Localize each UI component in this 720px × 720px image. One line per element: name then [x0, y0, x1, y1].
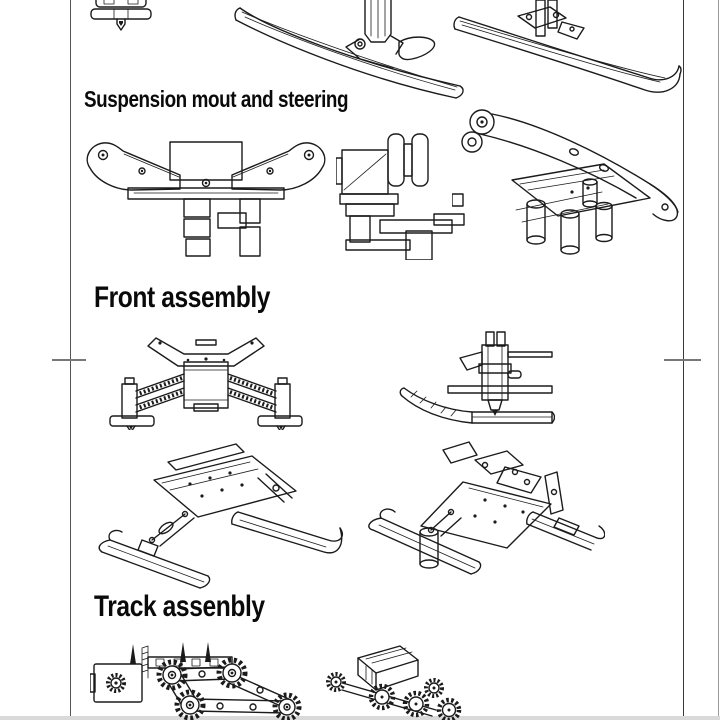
figure-clamp-part-top: [90, 0, 152, 31]
figure-ski-strut-top-middle: [234, 0, 464, 99]
section-title-suspension-mount-and-steering: Suspension mout and steering: [84, 86, 349, 112]
page-edge-line-right: [718, 0, 719, 720]
section-title-track-assembly: Track assenbly: [94, 590, 265, 623]
center-registration-mark-right: [664, 359, 701, 361]
figure-front-assembly-iso-left: [98, 443, 344, 589]
figure-suspension-mount-side-view: [336, 133, 465, 260]
center-registration-mark-left: [52, 359, 86, 361]
figure-front-assembly-side-view: [399, 331, 555, 424]
figure-front-assembly-front-view: [109, 337, 303, 430]
figure-ski-steering-top-right: [453, 0, 682, 93]
section-title-front-assembly: Front assembly: [94, 281, 271, 314]
figure-suspension-mount-iso-view: [452, 109, 679, 255]
figure-track-assembly-iso-view: [326, 645, 462, 720]
figure-front-assembly-iso-right: [368, 441, 605, 575]
figure-track-assembly-side-view: [90, 642, 302, 720]
bottom-strip: [0, 716, 720, 720]
figure-suspension-mount-front-view: [86, 141, 326, 257]
